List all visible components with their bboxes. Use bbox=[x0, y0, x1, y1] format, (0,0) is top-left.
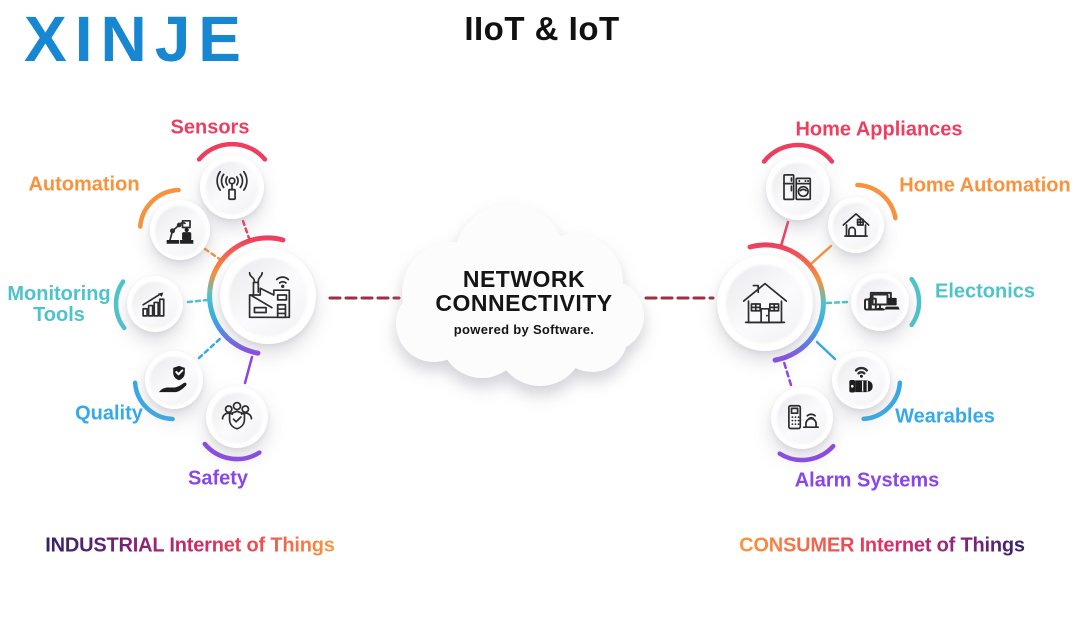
node-consumer-hub bbox=[717, 255, 813, 351]
page-title: IIoT & IoT bbox=[464, 10, 620, 47]
node-alarm-systems bbox=[771, 387, 833, 449]
bar-chart-icon bbox=[136, 292, 174, 323]
industrial-heading: INDUSTRIAL Internet of Things bbox=[45, 534, 335, 557]
cloud-caption: NETWORK CONNECTIVITY powered by Software… bbox=[435, 267, 612, 337]
robot-arm-icon bbox=[166, 210, 194, 244]
node-sensors bbox=[200, 155, 264, 219]
node-wearables bbox=[832, 351, 890, 409]
devices-icon bbox=[860, 282, 900, 311]
powered-by-text: powered by Software. bbox=[453, 322, 595, 338]
node-electronics bbox=[851, 273, 909, 331]
label-home-appliances: Home Appliances bbox=[795, 118, 963, 141]
network-text: NETWORK bbox=[462, 265, 586, 292]
node-home-automation bbox=[828, 197, 884, 253]
label-alarm-systems: Alarm Systems bbox=[794, 469, 940, 492]
node-quality bbox=[145, 351, 203, 409]
hand-shield-icon bbox=[159, 365, 187, 393]
label-sensors: Sensors bbox=[170, 116, 250, 139]
appliances-icon bbox=[777, 167, 819, 209]
antenna-icon bbox=[211, 166, 253, 208]
smart-home-icon bbox=[837, 206, 875, 244]
smartwatch-icon bbox=[849, 360, 873, 393]
node-monitoring-tools bbox=[127, 276, 183, 332]
label-quality: Quality bbox=[75, 402, 143, 425]
label-wearables: Wearables bbox=[895, 405, 995, 428]
consumer-heading: CONSUMER Internet of Things bbox=[739, 534, 1025, 557]
node-industrial-hub bbox=[220, 248, 316, 344]
label-safety: Safety bbox=[187, 467, 249, 490]
xinje-logo: XINJE bbox=[24, 3, 249, 75]
node-automation bbox=[150, 200, 210, 260]
house-icon bbox=[734, 272, 796, 334]
label-electonics: Electonics bbox=[934, 280, 1036, 303]
factory-icon bbox=[237, 265, 299, 327]
connectivity-text: CONNECTIVITY bbox=[435, 290, 613, 316]
label-monitoring-tools: Monitoring Tools bbox=[7, 283, 111, 326]
alarm-icon bbox=[781, 397, 823, 439]
label-automation: Automation bbox=[28, 173, 140, 196]
node-safety bbox=[206, 386, 268, 448]
team-shield-icon bbox=[216, 396, 258, 438]
label-home-automation: Home Automation bbox=[899, 174, 1071, 197]
node-home-appliances bbox=[766, 156, 830, 220]
